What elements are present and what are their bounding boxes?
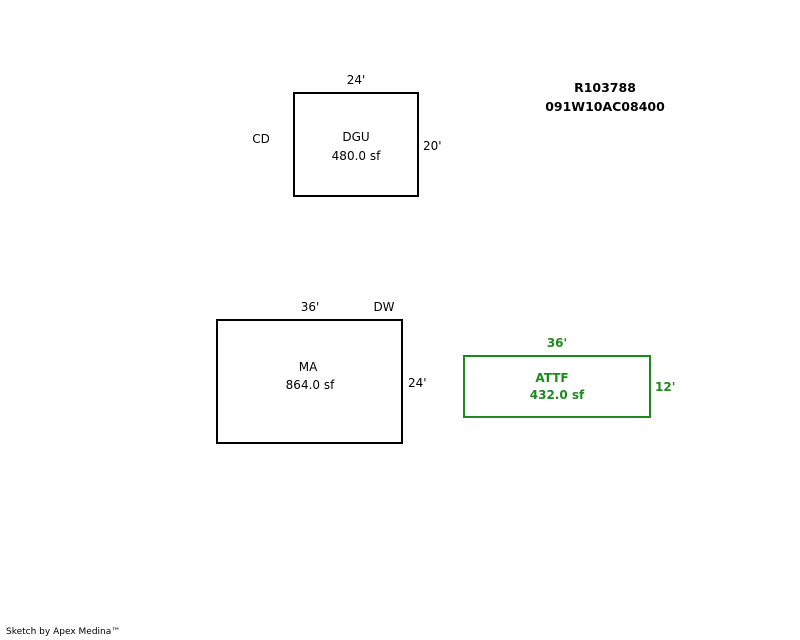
dgu-right-dimension: 20' [423,139,442,153]
dgu-code: DGU [342,130,370,144]
account-number: R103788 [574,80,636,95]
attf-code: ATTF [535,371,569,385]
ma-area-value: 864.0 sf [285,378,335,392]
ma-code: MA [298,360,318,374]
attf-area-box [463,355,651,418]
ma-top-dimension: 36' [300,300,320,314]
attf-area-value: 432.0 sf [529,388,585,402]
ma-corner-label: DW [373,300,395,314]
dgu-top-dimension: 24' [346,73,366,87]
dgu-area-box [293,92,419,197]
dgu-area-value: 480.0 sf [331,149,381,163]
map-tax-lot: 091W10AC08400 [545,99,665,114]
dgu-side-label: CD [252,132,270,146]
parcel-ids: R103788 091W10AC08400 [545,78,665,116]
ma-right-dimension: 24' [408,376,427,390]
sketch-credit: Sketch by Apex Medina™ [6,627,121,637]
attf-right-dimension: 12' [655,380,676,394]
ma-area-box [216,319,403,444]
attf-top-dimension: 36' [546,336,568,350]
